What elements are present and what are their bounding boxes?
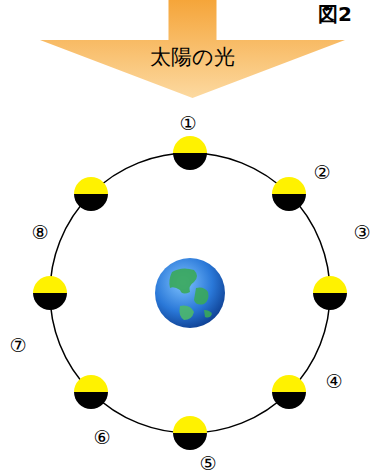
moon-figures — [33, 136, 347, 450]
callout-number: ⑤ — [199, 454, 216, 473]
callout-number: ⑧ — [31, 223, 48, 242]
callout-number: ③ — [353, 223, 370, 242]
callout-number: ② — [313, 163, 330, 182]
callout-number: ⑥ — [93, 428, 110, 447]
sunlight-arrow: 太陽の光 — [40, 0, 345, 100]
arrow-label: 太陽の光 — [150, 43, 235, 71]
earth — [155, 258, 225, 328]
orbit — [50, 153, 330, 433]
figure-title: 図2 — [318, 4, 352, 24]
callout-number: ① — [179, 114, 196, 133]
callout-number: ⑦ — [9, 336, 26, 355]
callout-number: ④ — [325, 372, 342, 391]
